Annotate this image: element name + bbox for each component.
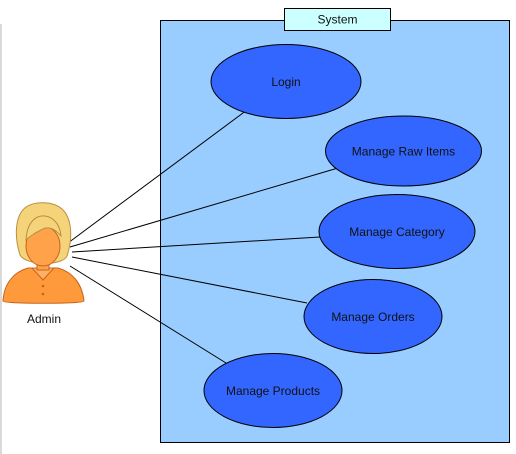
use-case-manage-raw-items[interactable]: Manage Raw Items xyxy=(325,115,482,187)
association-manage-raw-items[interactable] xyxy=(69,167,339,248)
system-title-tab: System xyxy=(284,8,391,31)
system-title: System xyxy=(317,13,357,27)
canvas-left-edge xyxy=(0,24,2,454)
use-case-label: Manage Category xyxy=(349,225,444,239)
association-manage-orders[interactable] xyxy=(71,256,308,304)
actor-admin[interactable]: Admin xyxy=(2,202,85,326)
actor-label: Admin xyxy=(27,312,61,326)
use-case-label: Manage Raw Items xyxy=(352,145,455,159)
use-case-label: Manage Products xyxy=(226,384,320,398)
use-case-label: Login xyxy=(271,75,300,89)
associations xyxy=(67,109,339,364)
association-manage-products[interactable] xyxy=(69,265,227,364)
use-case-login[interactable]: Login xyxy=(210,44,362,119)
user-icon xyxy=(2,202,85,304)
use-case-manage-category[interactable]: Manage Category xyxy=(318,194,476,269)
use-case-manage-orders[interactable]: Manage Orders xyxy=(303,279,443,354)
use-case-label: Manage Orders xyxy=(331,310,414,324)
association-login[interactable] xyxy=(67,109,248,244)
use-case-manage-products[interactable]: Manage Products xyxy=(203,353,343,428)
association-manage-category[interactable] xyxy=(71,236,321,253)
